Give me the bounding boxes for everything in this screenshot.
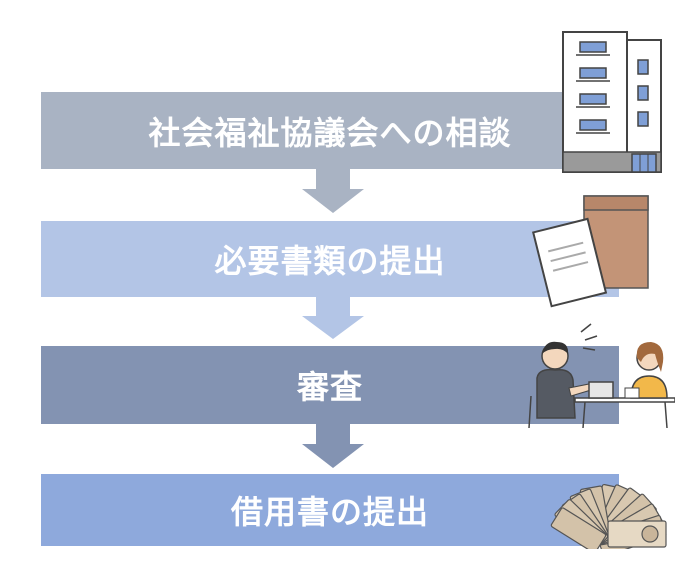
step-submit-documents-label: 必要書類の提出 <box>214 242 446 280</box>
step-submit-loan-agreement-label: 借用書の提出 <box>230 493 429 531</box>
documents-envelope-icon <box>532 195 649 308</box>
banknotes-icon <box>550 484 667 549</box>
arrow-down-2 <box>302 297 364 339</box>
step-consultation: 社会福祉協議会への相談 <box>41 92 619 169</box>
consultation-meeting-icon <box>528 323 675 429</box>
office-building-icon <box>562 31 662 173</box>
step-submit-loan-agreement: 借用書の提出 <box>41 474 619 546</box>
arrow-down-3 <box>302 424 364 468</box>
arrow-down-1 <box>302 169 364 213</box>
step-consultation-label: 社会福祉協議会への相談 <box>148 113 512 152</box>
step-review: 審査 <box>41 346 619 424</box>
step-review-label: 審査 <box>296 368 363 406</box>
step-submit-documents: 必要書類の提出 <box>41 221 619 297</box>
